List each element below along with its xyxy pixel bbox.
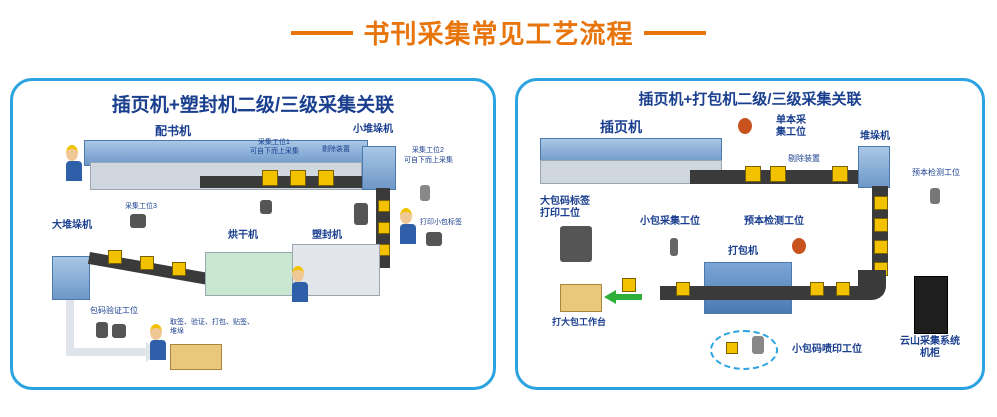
single-station-label: 单本采集工位 — [776, 115, 806, 138]
inserter-label: 插页机 — [600, 119, 642, 135]
green-arrow-shaft — [616, 294, 642, 300]
big-stacker-machine — [52, 256, 90, 300]
product-box — [836, 282, 850, 296]
collator-label: 配书机 — [155, 124, 192, 138]
product-box — [622, 278, 636, 292]
product-box — [676, 282, 690, 296]
product-box — [745, 166, 761, 182]
product-box — [770, 166, 786, 182]
collator-machine — [84, 140, 368, 166]
product-box — [874, 240, 888, 254]
cloud-cabinet-label: 云山采集系统机柜 — [900, 336, 960, 359]
label-printer — [426, 232, 442, 246]
packer-label: 打包机 — [728, 246, 758, 257]
scanner-device — [670, 238, 678, 256]
pack-table-label: 打大包工作台 — [552, 317, 607, 327]
station2-label: 采集工位2 — [412, 147, 444, 154]
ops-label: 取签、验证、打包、贴签、堆垛 — [170, 319, 254, 335]
inkjet-station-label: 小包码喷印工位 — [792, 344, 862, 355]
small-pack-station-label: 小包采集工位 — [640, 216, 700, 227]
scanner-device — [96, 322, 108, 338]
product-box — [290, 170, 306, 186]
worker-figure — [400, 208, 416, 244]
scanner-device — [930, 188, 940, 204]
inserter-machine — [540, 138, 722, 164]
conveyor-curve — [858, 270, 886, 300]
stacker-machine — [858, 146, 890, 188]
printer-device — [112, 324, 126, 338]
inkjet-callout — [710, 330, 778, 370]
title-text: 书刊采集常见工艺流程 — [363, 19, 634, 49]
worker-figure — [66, 145, 82, 181]
product-box — [874, 196, 888, 210]
worker-figure — [292, 266, 308, 302]
reject-label: 剔除装置 — [322, 146, 350, 153]
dryer-label: 烘干机 — [228, 230, 258, 241]
shrink-wrapper-label: 塑封机 — [312, 230, 342, 241]
stacker-label: 堆垛机 — [860, 131, 890, 142]
precheck-top-label: 预本检测工位 — [912, 168, 960, 177]
flow-arrow-vertical — [66, 300, 74, 354]
station1-note: 可自下而上采集 — [250, 148, 299, 155]
small-stacker-label: 小堆垛机 — [353, 124, 393, 135]
inkjet-device — [752, 336, 764, 354]
title-dash-right — [643, 31, 706, 36]
scanner-device — [420, 185, 430, 201]
station1-label: 采集工位1 — [258, 139, 290, 146]
right-panel-title: 插页机+打包机二级/三级采集关联 — [638, 91, 862, 108]
green-arrow-head — [604, 290, 616, 304]
product-box — [874, 218, 888, 232]
print-label-station: 打印小包标签 — [420, 219, 462, 226]
reject-label: 剔除装置 — [788, 154, 820, 163]
collator-conveyor — [200, 176, 375, 188]
product-box — [810, 282, 824, 296]
product-box — [108, 250, 122, 264]
worker-figure — [150, 324, 166, 360]
product-box — [172, 262, 186, 276]
big-stacker-label: 大堆垛机 — [52, 220, 92, 231]
station2-note: 可自下而上采集 — [404, 157, 453, 164]
product-box — [726, 342, 738, 354]
camera-device — [260, 200, 272, 214]
product-box — [318, 170, 334, 186]
server-cabinet — [914, 276, 948, 334]
dryer-machine — [205, 252, 293, 296]
product-box — [262, 170, 278, 186]
label-printer — [560, 226, 592, 262]
small-stacker-machine — [362, 146, 396, 190]
camera-device — [738, 118, 752, 134]
precheck-label: 预本检测工位 — [744, 216, 804, 227]
verify-station-label: 包码验证工位 — [90, 306, 138, 315]
camera-device — [130, 214, 146, 228]
page-title: 书刊采集常见工艺流程 — [0, 14, 997, 51]
product-box — [378, 222, 390, 234]
big-label-station-label: 大包码标签打印工位 — [540, 196, 590, 219]
camera-device — [792, 238, 806, 254]
product-box — [832, 166, 848, 182]
pallet-boxes — [170, 344, 222, 370]
product-box — [378, 200, 390, 212]
station3-label: 采集工位3 — [125, 203, 157, 210]
printer-device — [354, 203, 368, 225]
pack-table-boxes — [560, 284, 602, 312]
title-dash-left — [291, 31, 354, 36]
product-box — [140, 256, 154, 270]
left-panel-title: 插页机+塑封机二级/三级采集关联 — [111, 95, 395, 116]
flow-arrow-horizontal — [66, 348, 146, 356]
